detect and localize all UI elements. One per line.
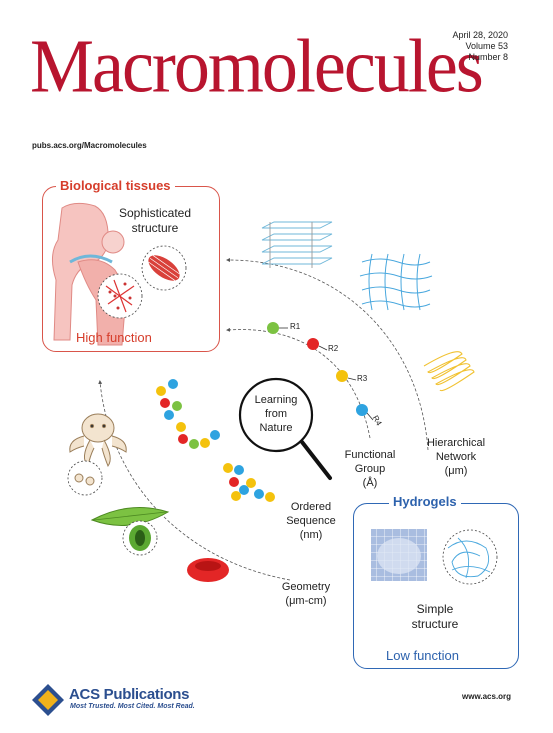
acs-logo-icon (32, 684, 64, 716)
leaf-icon (90, 507, 170, 556)
issue-info: April 28, 2020 Volume 53 Number 8 (452, 30, 508, 63)
red-blood-cell-icon (187, 558, 229, 582)
yellow-coil-icon (423, 351, 475, 392)
high-function-label: High function (76, 330, 152, 345)
polymer-network-icon (442, 529, 498, 585)
acs-publications-logo-text[interactable]: ACS Publications (69, 686, 190, 703)
learning-from-nature-label: Learning from Nature (254, 394, 298, 434)
functional-group-label: Functional Group (Å) (344, 449, 396, 489)
issue-number: Number 8 (468, 52, 508, 62)
ordered-sequence-label: Ordered Sequence (nm) (286, 501, 336, 541)
simple-structure-label: Simple structure (411, 602, 459, 631)
knee-joint-illustration (52, 202, 187, 346)
journal-title: Macromolecules (30, 23, 484, 109)
issue-volume: Volume 53 (465, 41, 508, 51)
layered-sheets-icon (261, 221, 333, 268)
r3-label: R3 (357, 374, 368, 383)
octopus-icon (67, 413, 127, 496)
functional-group-beads (267, 322, 374, 421)
r2-label: R2 (328, 344, 339, 353)
journal-url[interactable]: pubs.acs.org/Macromolecules (32, 141, 147, 150)
ordered-sequence-chain (156, 379, 275, 502)
geometry-label: Geometry (μm-cm) (281, 581, 331, 607)
hydrogels-panel (353, 503, 519, 669)
acs-website-link[interactable]: www.acs.org (462, 692, 512, 701)
magnifier-icon (238, 377, 332, 480)
acs-tagline: Most Trusted. Most Cited. Most Read. (70, 703, 195, 710)
low-function-label: Low function (386, 648, 459, 663)
hydrogel-photo (371, 529, 427, 581)
issue-date: April 28, 2020 (452, 30, 508, 40)
hierarchical-network-label: Hierarchical Network (μm) (426, 437, 486, 477)
biological-tissues-title: Biological tissues (56, 178, 175, 193)
hydrogels-title: Hydrogels (389, 494, 461, 509)
sophisticated-structure-label: Sophisticated structure (118, 206, 192, 235)
network-mesh-icon (359, 253, 433, 311)
r1-label: R1 (290, 322, 301, 331)
muscle-fiber-icon (148, 255, 180, 281)
